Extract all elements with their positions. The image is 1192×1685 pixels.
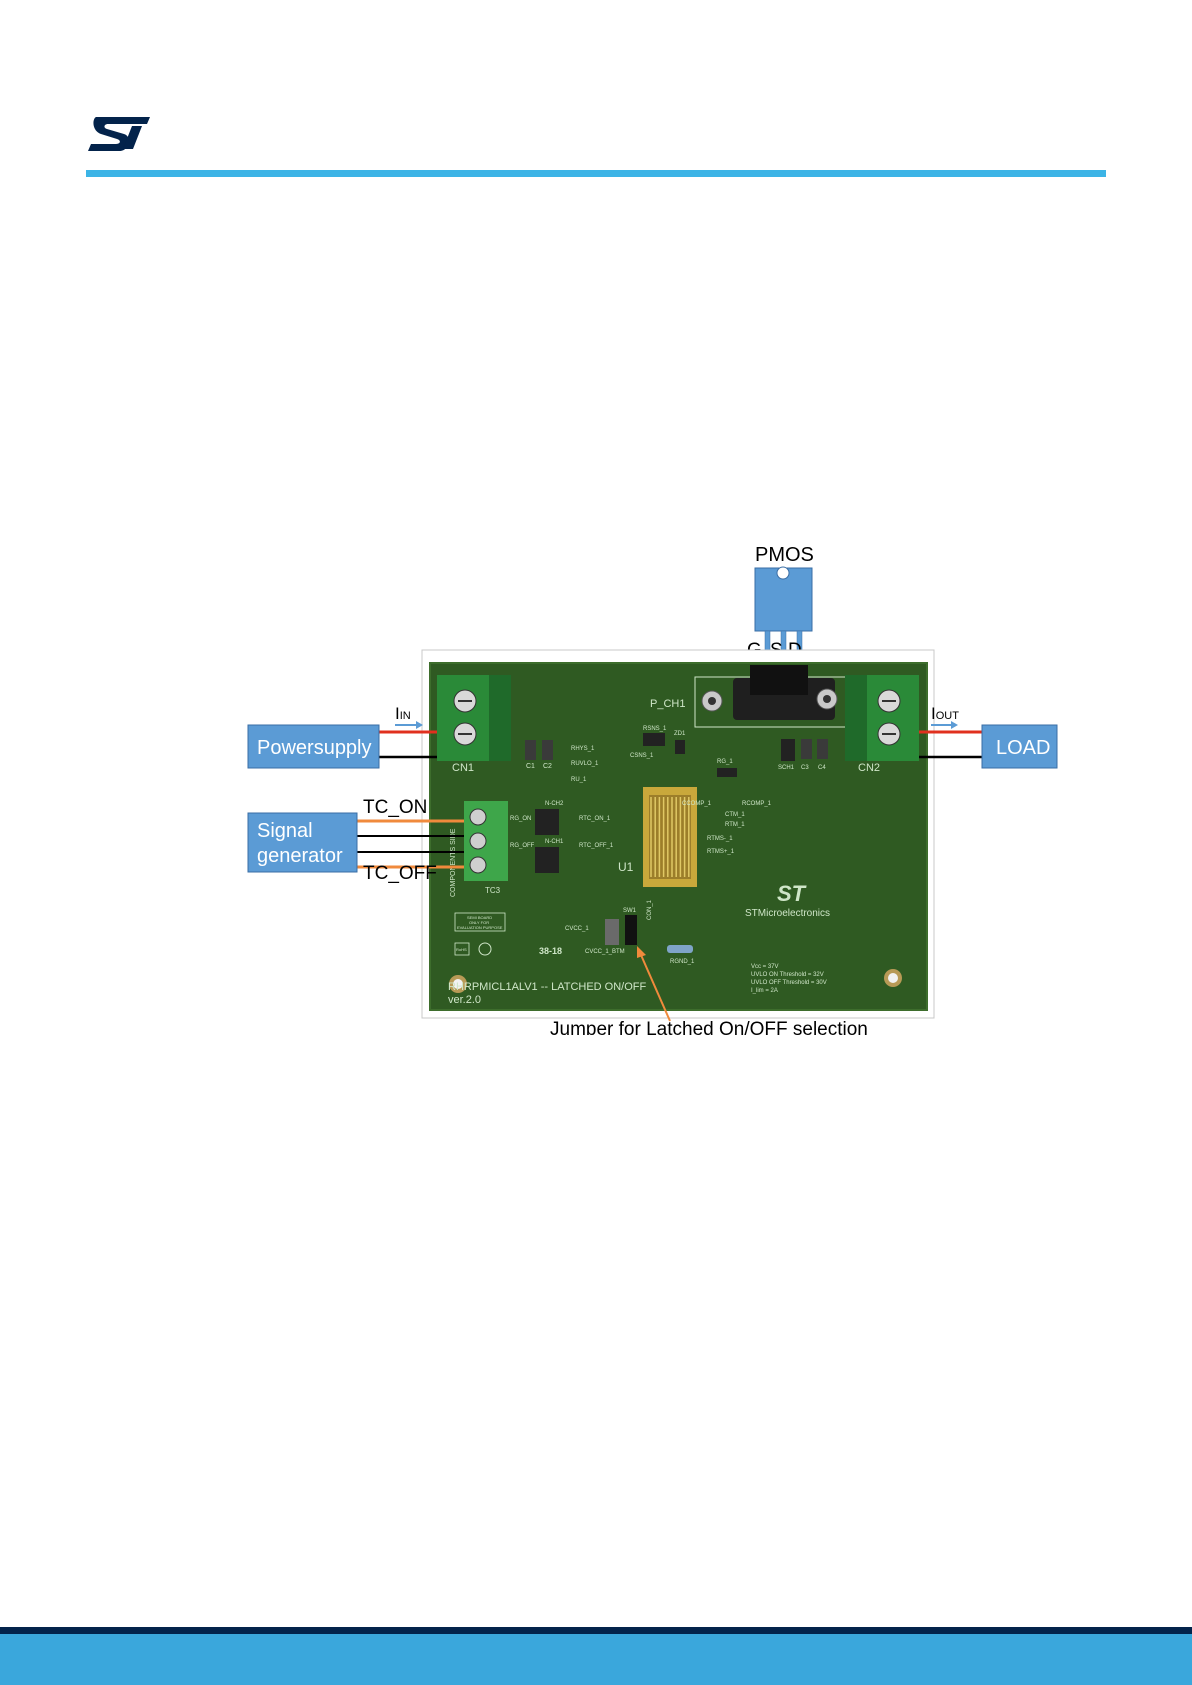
- board-title: RHRPMICL1ALV1 -- LATCHED ON/OFF: [448, 981, 647, 993]
- load-box: [981, 724, 1058, 769]
- board-spec-2: UVLO ON Threshold = 32V: [751, 972, 824, 978]
- board-ru: RU_1: [571, 777, 587, 783]
- board-lot: 38-18: [539, 946, 562, 956]
- footer-dark-rule: [0, 1627, 1192, 1634]
- board-eval-note-1: SEMI BOARD: [467, 915, 492, 920]
- iout-label: IOUT: [931, 704, 959, 723]
- board-spec-1: Vcc = 37V: [751, 964, 779, 970]
- board-nch2: N-CH2: [545, 801, 564, 807]
- board-rg-on: RG_ON: [510, 816, 531, 822]
- board-rtms-plus: RTMS+_1: [707, 849, 735, 855]
- board-zd1: ZD1: [674, 731, 686, 737]
- board-eval-note-3: EVALUATION PURPOSE: [457, 925, 503, 930]
- board-u1-ic: [643, 787, 697, 887]
- pmos-label: PMOS: [755, 544, 814, 566]
- board-rg1: RG_1: [717, 759, 733, 765]
- board-st-logo: ST: [777, 881, 807, 906]
- jumper-arrow: [637, 946, 671, 1022]
- load-label: LOAD: [996, 737, 1050, 759]
- powersupply-label: Powersupply: [257, 737, 372, 759]
- st-logo: [88, 117, 150, 151]
- tc-on-label: TC_ON: [363, 797, 427, 818]
- board-nch1: N-CH1: [545, 839, 564, 845]
- pcb-board: P_CH1 CN1 CN2 TC3 COMPONENTS SIDE C1 C2 …: [429, 662, 928, 1011]
- board-spec-3: UVLO OFF Threshold = 30V: [751, 980, 827, 986]
- board-csns: CSNS_1: [630, 753, 654, 759]
- board-rtm: RTM_1: [725, 822, 745, 828]
- board-c4: C4: [818, 765, 826, 771]
- board-version: ver.2.0: [448, 994, 481, 1006]
- powersupply-box: [247, 724, 380, 769]
- board-con: CON_1: [647, 899, 653, 920]
- board-c1: C1: [526, 763, 535, 770]
- board-tc3: TC3: [485, 886, 501, 895]
- board-spec-4: I_lim = 2A: [751, 988, 778, 994]
- board-rtc-on: RTC_ON_1: [579, 816, 611, 822]
- pmos-package: [754, 566, 813, 662]
- iin-label: IIN: [395, 704, 411, 723]
- board-ruvlo: RUVLO_1: [571, 761, 599, 767]
- board-c3: C3: [801, 765, 809, 771]
- board-rtms-minus: RTMS-_1: [707, 836, 733, 842]
- board-rhys: RHYS_1: [571, 746, 595, 752]
- tc-off-label: TC_OFF: [363, 863, 437, 884]
- board-p-ch1: P_CH1: [650, 698, 685, 710]
- board-u1: U1: [618, 860, 634, 874]
- board-rohs: RoHS: [456, 947, 467, 952]
- board-rsns: RSNS_1: [643, 726, 667, 732]
- board-cvcc: CVCC_1: [565, 926, 589, 932]
- board-rg-off: RG_OFF: [510, 843, 535, 849]
- board-c2: C2: [543, 763, 552, 770]
- board-rcomp: RCOMP_1: [742, 801, 772, 807]
- signal-generator-box: [247, 812, 358, 873]
- board-brand: STMicroelectronics: [745, 908, 830, 919]
- iout-arrow: [931, 721, 958, 729]
- signal-label-line2: generator: [257, 845, 343, 867]
- jumper-label: Jumper for Latched On/OFF selection: [550, 1019, 868, 1035]
- evaluation-board-figure: PMOS G S D P_CH1 CN1 CN2 TC3: [247, 544, 1058, 1035]
- board-ccomp: CCOMP_1: [682, 801, 712, 807]
- header-rule: [86, 170, 1106, 177]
- board-cvcc-btm: CVCC_1_BTM: [585, 949, 625, 955]
- board-rtc-off: RTC_OFF_1: [579, 843, 614, 849]
- board-cn2: CN2: [858, 762, 880, 774]
- board-cn1: CN1: [452, 762, 474, 774]
- board-components-side: COMPONENTS SIDE: [450, 828, 457, 897]
- iin-arrow: [395, 721, 423, 729]
- signal-label-line1: Signal: [257, 820, 313, 842]
- board-rgnd: RGND_1: [670, 959, 695, 965]
- board-eval-note-2: ONLY FOR: [469, 920, 489, 925]
- board-ctm: CTM_1: [725, 812, 745, 818]
- board-sw1: SW1: [623, 908, 637, 914]
- board-sch1: SCH1: [778, 765, 795, 771]
- footer-band: [0, 1634, 1192, 1685]
